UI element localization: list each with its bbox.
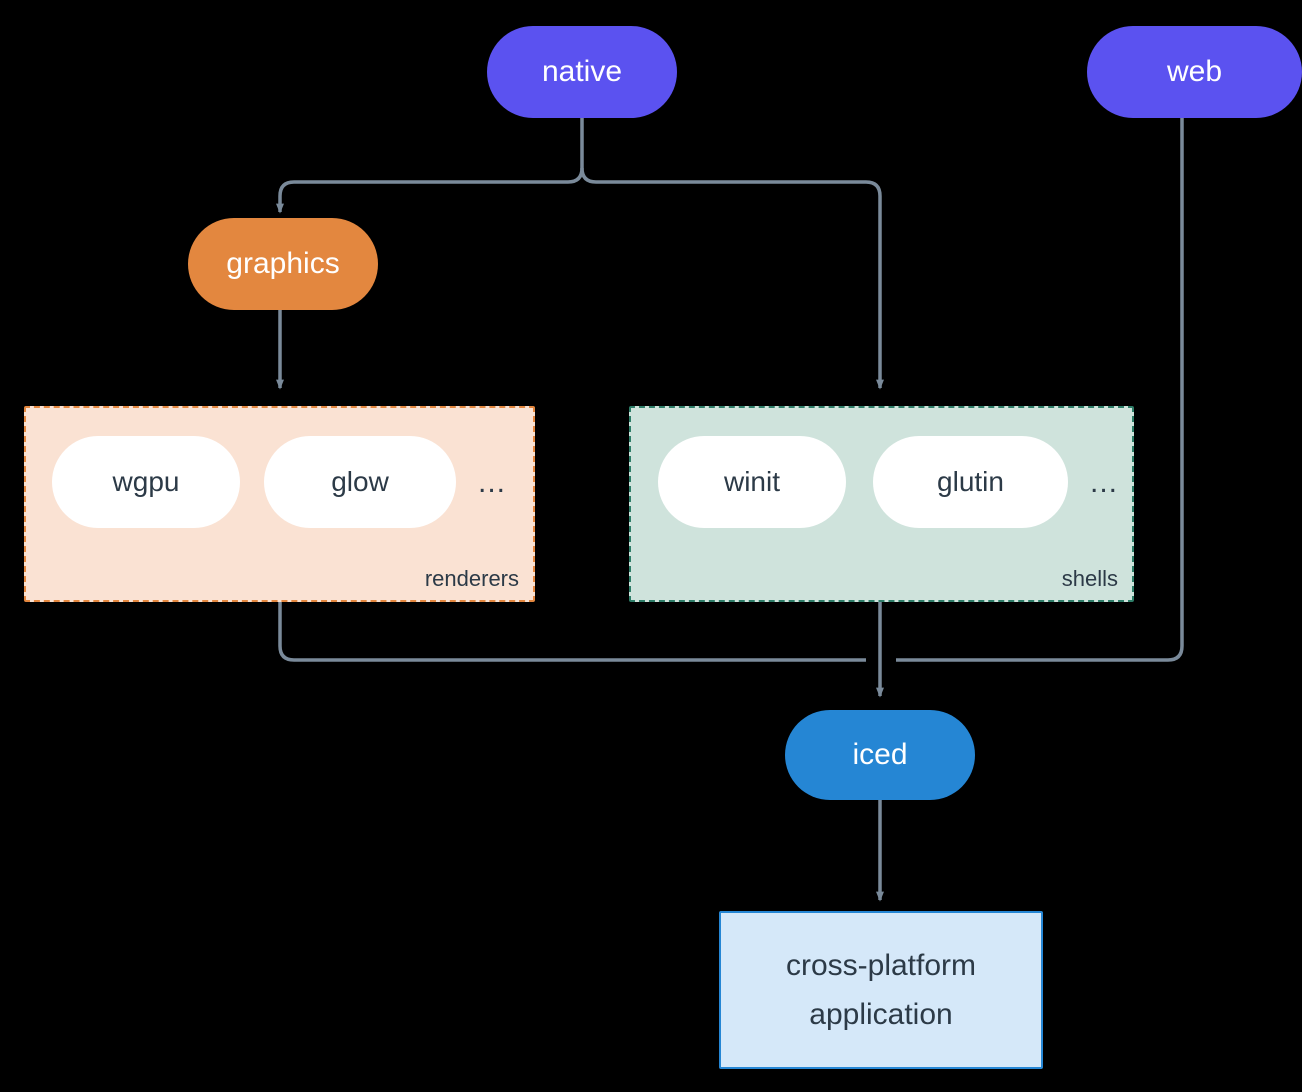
node-graphics-label: graphics	[226, 247, 340, 280]
node-graphics[interactable]: graphics	[188, 218, 378, 310]
leaf-glutin-label: glutin	[937, 466, 1004, 497]
edge-native-to-graphics	[276, 180, 568, 214]
node-cross-platform-application[interactable]: cross-platform application	[719, 911, 1043, 1069]
leaf-glutin[interactable]: glutin	[873, 436, 1068, 528]
edge-native-bus-left-stub	[567, 167, 584, 184]
node-native[interactable]: native	[487, 26, 677, 118]
leaf-winit[interactable]: winit	[658, 436, 846, 528]
node-web[interactable]: web	[1087, 26, 1302, 118]
cluster-renderers-label: renderers	[424, 566, 519, 591]
edge-native-trunk	[580, 117, 597, 184]
leaf-wgpu-label: wgpu	[112, 466, 180, 497]
leaf-glow-label: glow	[331, 466, 389, 497]
node-web-label: web	[1166, 55, 1223, 88]
renderers-overflow-ellipsis: ...	[478, 466, 507, 499]
edge-web-to-iced	[896, 117, 1184, 662]
leaf-wgpu[interactable]: wgpu	[52, 436, 240, 528]
shells-overflow-ellipsis: ...	[1090, 466, 1119, 499]
edge-renderers-to-iced	[278, 602, 866, 662]
node-iced[interactable]: iced	[785, 710, 975, 800]
node-iced-label: iced	[852, 738, 908, 771]
node-application-label: cross-platform application	[785, 948, 977, 1032]
edge-native-to-shells	[596, 180, 884, 390]
cluster-shells: winit glutin ... shells	[629, 406, 1134, 602]
cluster-renderers: wgpu glow ... renderers	[24, 406, 535, 602]
node-native-label: native	[541, 55, 623, 88]
leaf-winit-label: winit	[723, 466, 780, 497]
cluster-shells-label: shells	[1061, 566, 1118, 591]
leaf-glow[interactable]: glow	[264, 436, 456, 528]
